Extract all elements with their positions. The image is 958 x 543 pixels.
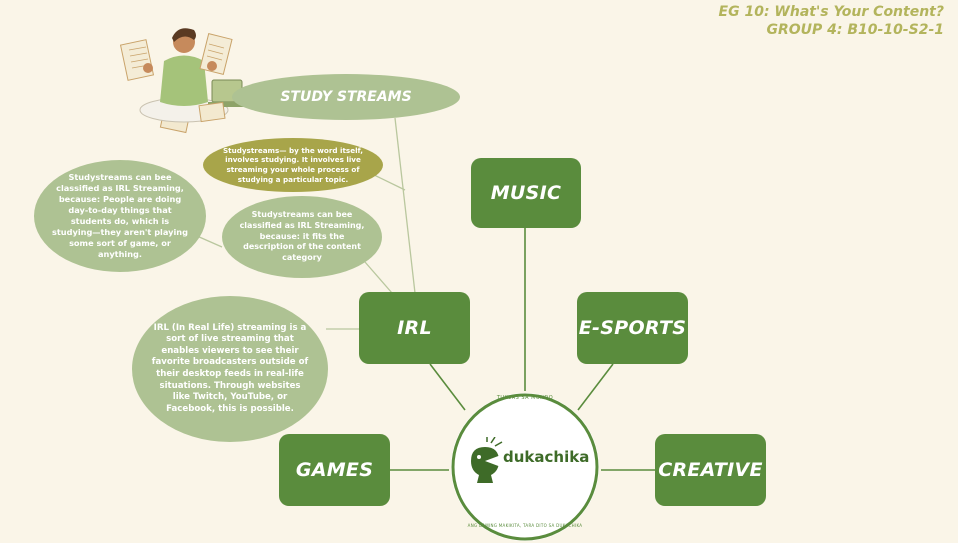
connector-classified-right-to-irl xyxy=(364,261,393,294)
connector-center-to-irl xyxy=(429,363,466,411)
study-streams-definition: Studystreams— by the word itself, involv… xyxy=(203,138,383,192)
student-illustration xyxy=(119,28,246,134)
connector-study-to-irl xyxy=(394,117,416,294)
study-streams-classified-left: Studystreams can bee classified as IRL S… xyxy=(34,160,206,272)
study-streams-classified-right: Studystreams can bee classified as IRL S… xyxy=(222,196,382,278)
header-group: GROUP 4: B10-10-S2-1 xyxy=(766,22,944,38)
category-esports: E-SPORTS xyxy=(577,292,688,364)
center-logo-circle: dukachika TUKLAS SA MUNDO ANG DAMING MAK… xyxy=(449,391,601,543)
irl-description: IRL (In Real Life) streaming is a sort o… xyxy=(132,296,328,442)
connector-center-to-esports xyxy=(577,363,614,411)
ring-top-text: TUKLAS SA MUNDO xyxy=(496,395,554,401)
dukachika-logo-icon xyxy=(471,437,503,483)
logo-text: dukachika xyxy=(503,448,590,466)
header-title: EG 10: What's Your Content? xyxy=(718,4,944,20)
category-irl: IRL xyxy=(359,292,470,364)
ring-bottom-text: ANG DAMING MAKIKITA, TARA DITO SA DUKACH… xyxy=(467,523,583,528)
connector-classified-left-to-right xyxy=(196,235,223,248)
study-streams-title: STUDY STREAMS xyxy=(232,74,460,120)
category-creative: CREATIVE xyxy=(655,434,766,506)
category-music: MUSIC xyxy=(471,158,581,228)
category-games: GAMES xyxy=(279,434,390,506)
